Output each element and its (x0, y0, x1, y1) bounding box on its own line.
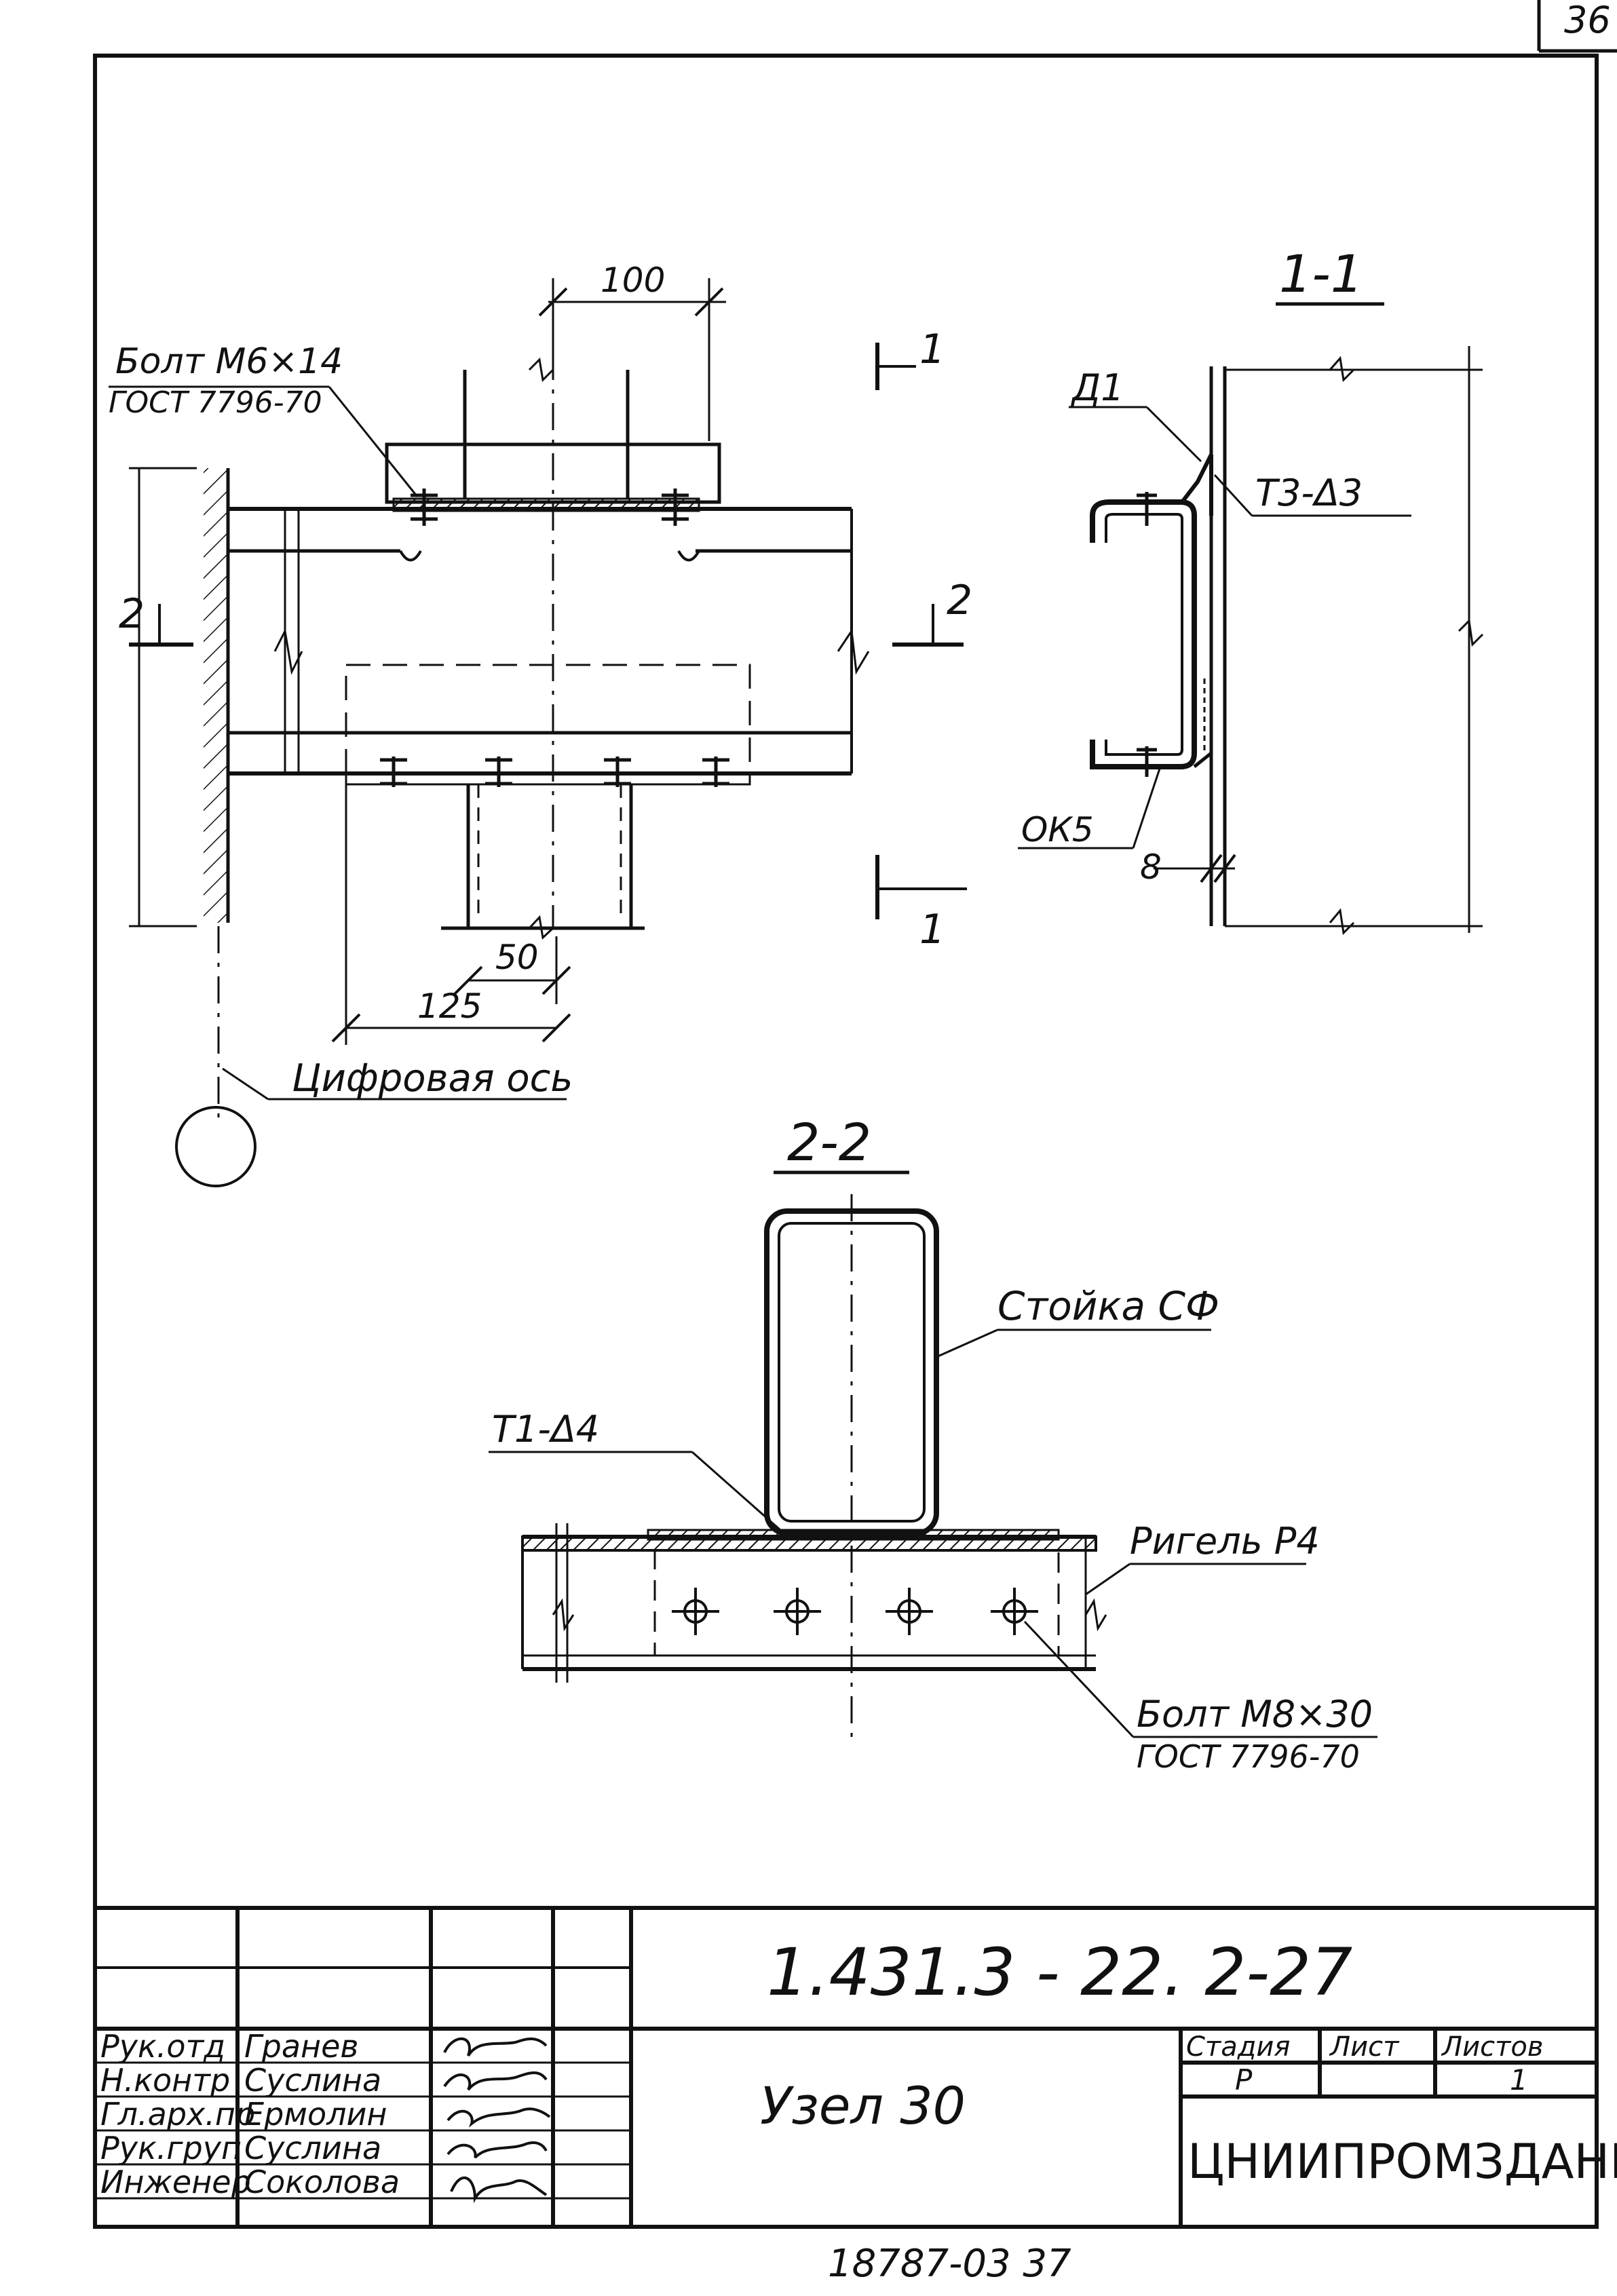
axis-marker-circle (175, 1106, 256, 1187)
dimension-125: 125 (417, 987, 482, 1026)
weld-note-t1: Т1-Δ4 (492, 1408, 599, 1451)
stage-header: Стадия (1186, 2031, 1290, 2063)
section-1-1-labels: 1-1 Д1 Т3-Δ3 ОК5 8 (1021, 244, 1363, 887)
stage-value: Р (1235, 2063, 1253, 2097)
bolt-m8-note-line1: Болт М8×30 (1137, 1693, 1373, 1736)
section-mark-2-left: 2 (119, 590, 145, 638)
name-2: Суслина (244, 2062, 381, 2099)
bolt-m8-note-line2: ГОСТ 7796-70 (1137, 1738, 1360, 1775)
role-1: Рук.отд (100, 2028, 225, 2065)
signatures (443, 2037, 551, 2204)
page-number: 36 (1564, 0, 1611, 41)
dimension-8: 8 (1140, 847, 1162, 887)
dimension-100: 100 (601, 261, 665, 300)
label-ok5: ОК5 (1021, 810, 1094, 849)
name-1: Гранев (244, 2028, 359, 2065)
bottom-bolts (380, 757, 729, 787)
section-mark-2-right: 2 (947, 577, 972, 624)
axis-note: Цифровая ось (292, 1056, 573, 1101)
section-1-1 (1018, 302, 1484, 936)
role-4: Рук.груп (100, 2130, 242, 2166)
name-3: Ермолин (244, 2096, 387, 2132)
bolt-holes (672, 1588, 1038, 1635)
footer-number: 18787-03 37 (828, 2242, 1071, 2286)
section-2-2-title: 2-2 (787, 1112, 871, 1172)
title-block-text: 1.431.3 - 22. 2-27 Узел 30 Стадия Лист Л… (100, 1934, 1617, 2200)
section-2-2 (489, 1170, 1377, 1738)
drawing-title: Узел 30 (760, 2075, 966, 2136)
node-view-labels: Болт М6×14 ГОСТ 7796-70 100 50 125 Цифро… (109, 261, 972, 1101)
beam-note: Ригель Р4 (1130, 1520, 1320, 1563)
post-note: Стойка СФ (997, 1283, 1219, 1329)
section-mark-1-bottom: 1 (919, 906, 945, 953)
dimension-50: 50 (495, 938, 539, 977)
role-2: Н.контр (100, 2062, 230, 2099)
section-mark-1-top: 1 (919, 326, 945, 373)
bolt-note-line1: Болт М6×14 (115, 341, 343, 382)
name-5: Соколова (244, 2164, 400, 2200)
sheet-header: Лист (1329, 2031, 1400, 2063)
sheets-header: Листов (1441, 2031, 1543, 2063)
bolt-note-line2: ГОСТ 7796-70 (109, 385, 322, 420)
document-code: 1.431.3 - 22. 2-27 (767, 1934, 1352, 2010)
sheets-value: 1 (1510, 2063, 1528, 2097)
section-2-2-labels: 2-2 Стойка СФ Т1-Δ4 Ригель Р4 Болт М8×30… (492, 1112, 1373, 1775)
node-plan-view (109, 278, 967, 1187)
section-1-1-title: 1-1 (1279, 244, 1363, 304)
weld-note-t3: Т3-Δ3 (1255, 472, 1363, 514)
name-4: Суслина (244, 2130, 381, 2166)
label-d1: Д1 (1071, 366, 1124, 409)
page-number-tab: 36 (1537, 0, 1617, 53)
role-5: Инженер (100, 2164, 251, 2200)
sheet-frame (93, 54, 1599, 2229)
role-3: Гл.арх.пр (100, 2096, 255, 2132)
organization-name: ЦНИИПРОМЗДАНИЙ (1187, 2134, 1617, 2189)
title-block (95, 1906, 1597, 2227)
top-bolt-right (662, 489, 689, 526)
